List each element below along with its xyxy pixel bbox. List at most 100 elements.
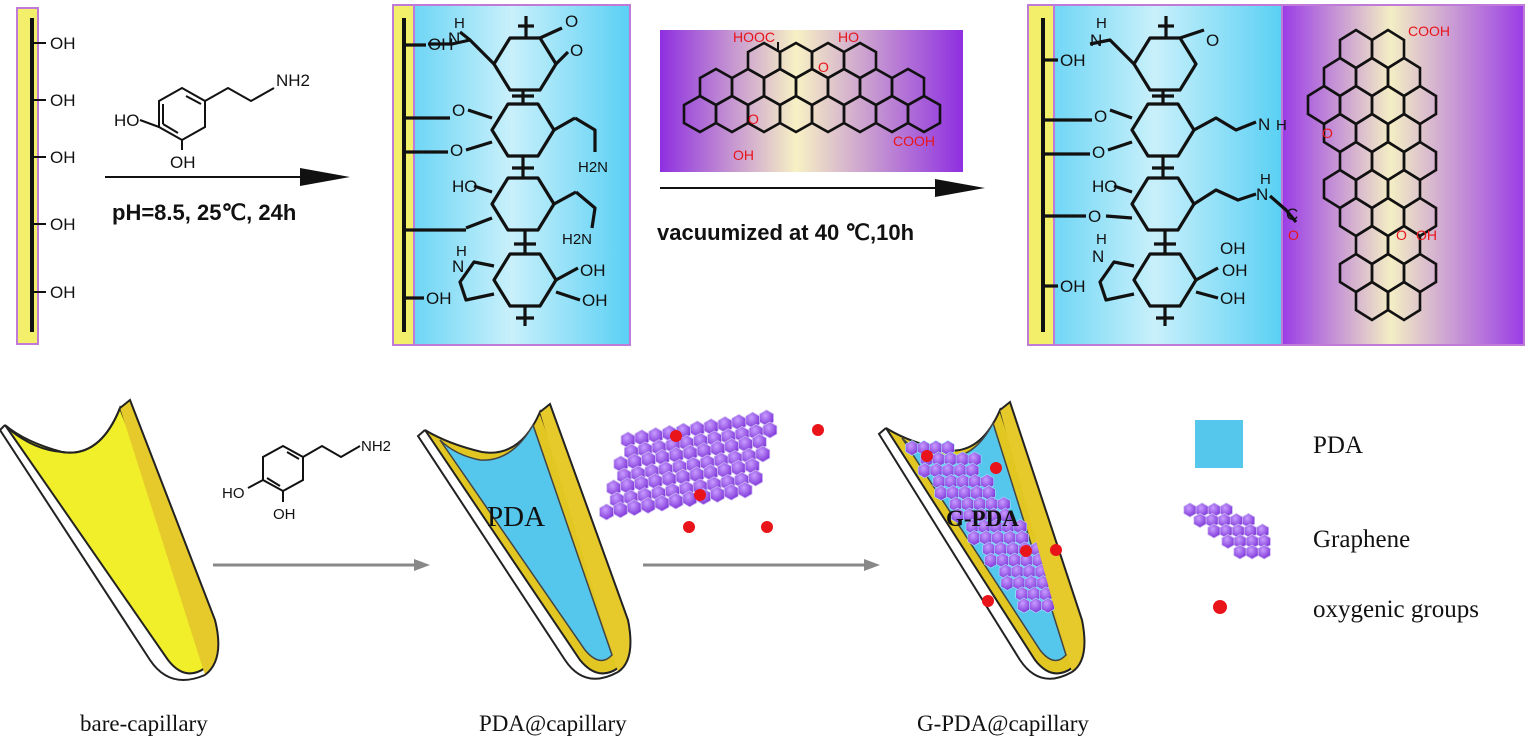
graphene-sheet-illustration (599, 409, 824, 533)
graphene-cell (1221, 534, 1235, 549)
graphene-cell (980, 473, 995, 490)
surface-panel-gpda: OH H N O O O HO O N H N H C O H N OH OH … (1027, 4, 1525, 346)
gpda-polymer-structure (1089, 16, 1298, 326)
graphene-cell (762, 421, 778, 439)
amine-group-label: NH2 (361, 438, 391, 455)
graphene-cell (1013, 518, 1028, 535)
nitrogen-label: N (448, 29, 460, 48)
hydroxyl-label: HO (1092, 177, 1118, 196)
reaction-arrow-2 (660, 179, 985, 197)
graphene-rings (682, 41, 942, 134)
pda-inner-label: PDA (487, 501, 545, 533)
oxygen-dot (761, 521, 773, 533)
graphene-cell (1041, 597, 1055, 614)
graphene-cell (1257, 544, 1271, 560)
hydrogen-label: H (1260, 171, 1271, 188)
legend-label-graphene: Graphene (1313, 526, 1410, 553)
oxygen-label: O (1092, 143, 1105, 162)
graphene-cell (1193, 513, 1207, 528)
carboxyl-label: COOH (1408, 23, 1450, 39)
epoxy-oxygen-label: O (1396, 227, 1407, 243)
reaction-conditions-2: vacuumized at 40 ℃,10h (657, 220, 914, 245)
graphene-cell (668, 492, 684, 510)
caption-bare-capillary: bare-capillary (80, 711, 208, 736)
surface-oh-groups: OH OH OH OH OH (32, 34, 76, 302)
hydroxyl-label: OH (428, 35, 454, 54)
dopamine-structure-top: NH2 HO OH (114, 71, 310, 172)
legend-label-pda: PDA (1313, 432, 1363, 459)
hydroxyl-label: OH (1220, 239, 1246, 258)
carbon-label: C (1286, 205, 1298, 224)
hydrogen-label: H (454, 15, 465, 32)
graphene-cell (996, 496, 1011, 513)
legend-swatch-graphene (1183, 502, 1271, 560)
oxygen-label: O (1088, 207, 1101, 226)
oxygen-label: O (452, 101, 465, 120)
graphene-cell (1256, 523, 1269, 539)
caption-gpda-capillary: G-PDA@capillary (917, 711, 1089, 736)
dopamine-structure-bottom: NH2 HO OH (222, 438, 391, 523)
hydroxyl-label: HO (222, 485, 245, 502)
hydroxyl-label: OH (1416, 227, 1437, 243)
oxygen-label: O (1206, 31, 1219, 50)
carboxyl-label: COOH (893, 133, 935, 149)
hydroxyl-label: OH (733, 147, 754, 163)
carbonyl-oxygen-label: O (1288, 227, 1299, 243)
oh-label: OH (50, 91, 76, 110)
graphene-cell (613, 501, 628, 519)
pda-capillary-illustration (416, 402, 632, 680)
amine-label: H2N (578, 159, 608, 176)
oxygen-dot (812, 424, 824, 436)
graphene-cell (654, 494, 670, 512)
graphene-cell (1242, 513, 1255, 528)
nitrogen-label: N (1256, 185, 1268, 204)
reaction-arrow-1 (105, 168, 350, 186)
oxygen-dot (683, 521, 695, 533)
graphene-cell (1245, 544, 1259, 560)
gpda-capillary-illustration (877, 400, 1086, 680)
hydroxyl-label: HO (452, 177, 478, 196)
nitrogen-label: N (1092, 247, 1104, 266)
nitrogen-label: N (1258, 115, 1270, 134)
pda-polymer-structure (428, 16, 597, 326)
graphene-cell (967, 451, 982, 468)
graphene-cell (682, 490, 697, 508)
hydroxyl-label: OH (580, 261, 606, 280)
oh-label: OH (50, 34, 76, 53)
legend-swatch-pda (1195, 420, 1243, 468)
oxygen-label: O (450, 141, 463, 160)
graphene-cell (748, 469, 763, 487)
graphene-cell (710, 485, 725, 503)
hydroxyl-label: HO (838, 29, 859, 45)
oxygen-label: O (570, 41, 583, 60)
nitrogen-label: N (452, 257, 464, 276)
hydroxyl-label: OH (170, 153, 196, 172)
graphene-cell (599, 503, 614, 521)
nitrogen-label: N (1090, 31, 1102, 50)
graphene-oxide-box: HOOC HO O O OH COOH (660, 29, 963, 172)
amine-group-label: NH2 (276, 71, 310, 90)
bare-capillary-illustration (0, 398, 220, 681)
hydroxyl-label: HO (114, 111, 140, 130)
legend: PDA Graphene oxygenic groups (1183, 420, 1479, 623)
hydroxyl-label: OH (426, 289, 452, 308)
caption-pda-capillary: PDA@capillary (479, 711, 627, 736)
oxygen-dot (694, 489, 706, 501)
reaction-conditions-1: pH=8.5, 25℃, 24h (112, 200, 296, 225)
epoxy-oxygen-label: O (818, 59, 829, 75)
graphene-cell (1207, 523, 1221, 539)
oh-label: OH (50, 283, 76, 302)
graphene-cell (640, 496, 656, 514)
legend-swatch-oxygen (1213, 600, 1227, 614)
graphene-cell (1219, 502, 1233, 518)
oxygen-label: O (565, 12, 578, 31)
graphene-cell (755, 445, 771, 463)
graphene-cell (737, 481, 753, 499)
oxygen-dot (670, 430, 682, 442)
gpda-graphene-rings (1306, 28, 1438, 322)
hydrogen-label: H (1276, 117, 1287, 134)
hydroxyl-label: OH (1060, 51, 1086, 70)
graphene-cell (1257, 534, 1271, 549)
process-arrow-2 (643, 559, 880, 571)
